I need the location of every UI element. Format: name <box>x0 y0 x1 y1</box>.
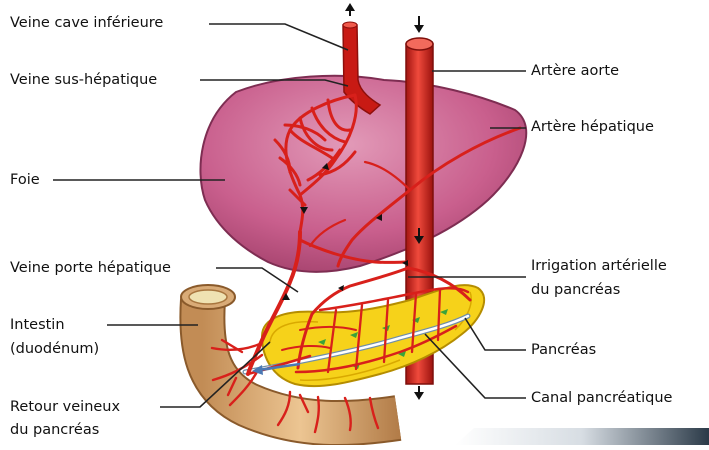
label-foie: Foie <box>10 171 40 190</box>
label-artere-hepatique: Artère hépatique <box>531 118 654 137</box>
label-canal-pancreatique: Canal pancréatique <box>531 389 672 408</box>
label-veine-sus-hepatique: Veine sus-hépatique <box>10 71 157 90</box>
label-intestin: Intestin <box>10 316 65 335</box>
label-pancreas: Pancréas <box>531 341 596 360</box>
label-irrigation-pancreas: du pancréas <box>531 281 620 300</box>
label-retour-pancreas: du pancréas <box>10 421 99 440</box>
label-duodenum: (duodénum) <box>10 340 99 359</box>
label-veine-cave: Veine cave inférieure <box>10 14 163 33</box>
label-artere-aorte: Artère aorte <box>531 62 619 81</box>
corner-photo <box>455 428 709 445</box>
label-veine-porte: Veine porte hépatique <box>10 259 171 278</box>
label-retour-veineux: Retour veineux <box>10 398 120 417</box>
label-irrigation: Irrigation artérielle <box>531 257 667 276</box>
